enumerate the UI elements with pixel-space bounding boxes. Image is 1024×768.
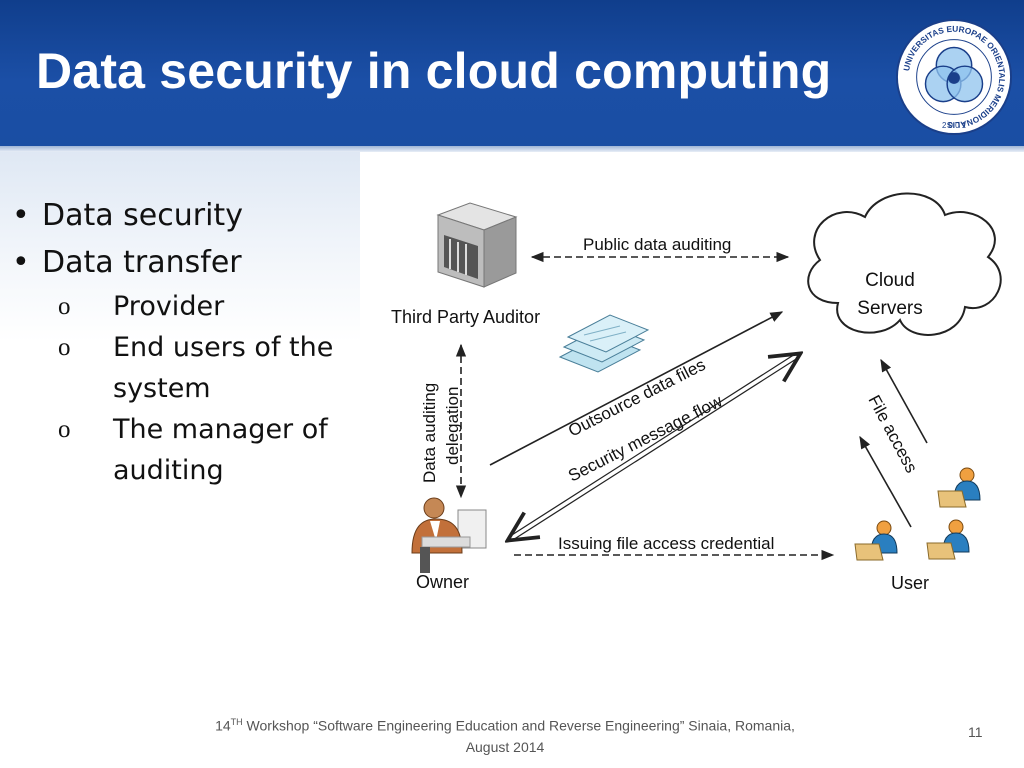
footer-line2: August 2014 <box>465 738 545 755</box>
owner-person-icon <box>411 497 487 573</box>
public-data-auditing-label: Public data auditing <box>583 235 731 254</box>
data-files-icon <box>558 314 650 373</box>
university-logo: UNIVERSITAS EUROPAE ORIENTALIS MERIDIONA… <box>895 18 1013 136</box>
user-person-icon <box>937 467 981 508</box>
delegation-label: delegation <box>443 387 462 465</box>
logo-year: 2 0 0 1 <box>942 121 966 130</box>
sub-bullet-text: The manager of auditing <box>113 414 328 486</box>
sub-bullet-marker: o <box>58 334 71 361</box>
bullet-item: • Data security <box>12 192 342 239</box>
bullet-dot: • <box>12 245 30 280</box>
sub-bullet-item: o End users of the system <box>12 327 342 409</box>
bullet-dot: • <box>12 198 30 233</box>
cloud-icon <box>807 192 1002 336</box>
sub-bullet-text: End users of the system <box>113 332 334 404</box>
footer-text: 14TH Workshop “Software Engineering Educ… <box>165 712 845 758</box>
bullet-text: Data transfer <box>42 245 242 280</box>
security-message-flow-label: Security message flow <box>565 391 726 485</box>
user-person-icon <box>854 520 898 561</box>
sub-bullet-text: Provider <box>113 291 225 322</box>
data-auditing-label: Data auditing <box>420 383 439 483</box>
footer-line1: 14TH Workshop “Software Engineering Educ… <box>215 717 795 734</box>
file-access-label: File access <box>864 392 921 476</box>
owner-label: Owner <box>416 572 469 592</box>
cloud-servers-label-line1: Cloud <box>865 270 915 291</box>
sub-bullet-marker: o <box>58 293 71 320</box>
issuing-credential-label: Issuing file access credential <box>558 534 774 553</box>
file-access-arrow-a <box>880 358 928 444</box>
security-message-flow-arrow <box>510 355 798 539</box>
security-architecture-diagram: Third Party Auditor Cloud Servers Public… <box>391 192 1002 593</box>
user-person-icon <box>926 519 970 560</box>
file-access-arrow-b <box>859 435 912 528</box>
server-icon <box>436 202 518 288</box>
bullet-list: • Data security • Data transfer o Provid… <box>12 192 342 491</box>
page-number: 11 <box>968 724 983 740</box>
sub-bullet-item: o Provider <box>12 286 342 327</box>
bullet-text: Data security <box>42 198 243 233</box>
sub-bullet-item: o The manager of auditing <box>12 409 342 491</box>
bullet-item: • Data transfer <box>12 239 342 286</box>
title-bar: Data security in cloud computing UNIVERS… <box>0 0 1024 152</box>
third-party-auditor-label: Third Party Auditor <box>391 307 540 327</box>
cloud-servers-label-line2: Servers <box>857 298 922 319</box>
sub-bullet-marker: o <box>58 416 71 443</box>
user-label: User <box>891 573 929 593</box>
slide-title: Data security in cloud computing <box>36 43 832 99</box>
left-panel-background <box>0 152 360 342</box>
